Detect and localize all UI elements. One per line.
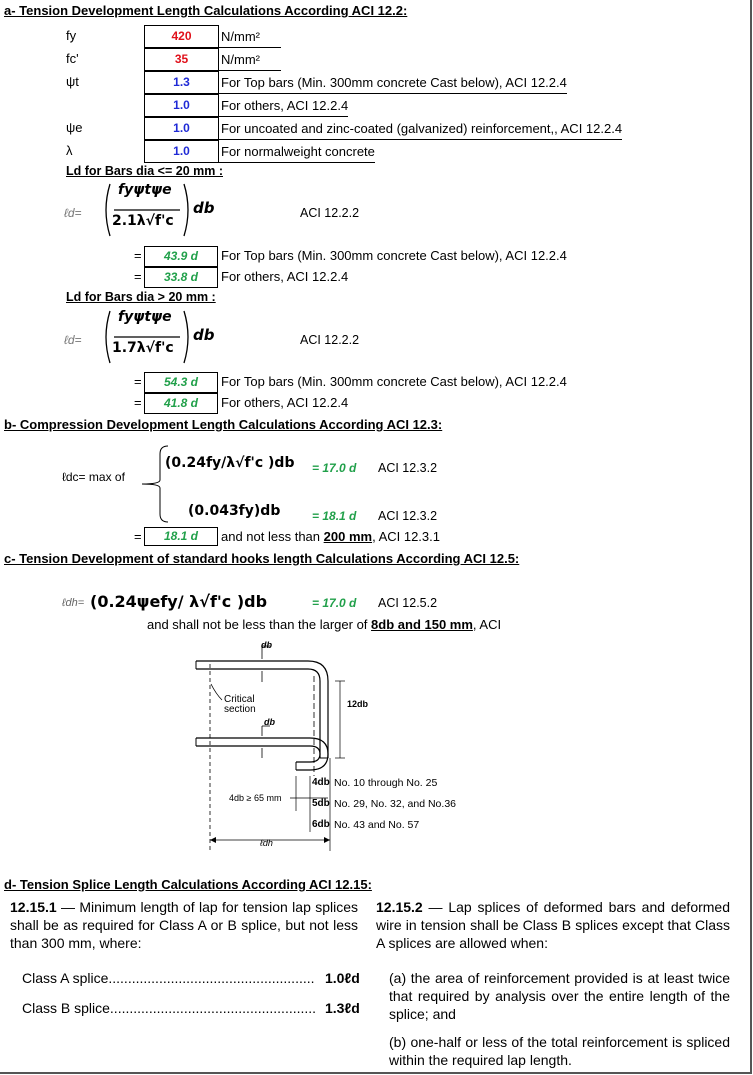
ldc-val-2: = 18.1 d [312,509,357,523]
large-bars-title: Ld for Bars dia > 20 mm : [66,290,216,304]
bracket-svg [105,183,189,237]
result-eq: = [134,395,142,410]
diag-12db: 12db [347,699,369,709]
ldc-note-pre: and not less than [221,529,324,544]
hook-dim-label: 6db [312,819,330,830]
formula-db-large: db [193,326,215,344]
result-value-cell[interactable]: 43.9 d [144,246,218,267]
class-b-value: 1.3ℓd [325,1000,360,1016]
diag-critical: Critical [224,694,255,705]
section-c-title: c- Tension Development of standard hooks… [4,551,520,566]
section-a-title: a- Tension Development Length Calculatio… [4,3,408,18]
param-description: N/mm² [218,48,281,71]
clause-left-text: — Minimum length of lap for tension lap … [10,899,358,951]
bracket-svg-large [105,310,189,364]
formula-num-large: fyψtψe [118,309,172,325]
condition-b: (b) one-half or less of the total reinfo… [389,1034,730,1068]
param-description: For others, ACI 12.2.4 [218,94,349,117]
param-description: N/mm² [218,25,281,48]
param-value-cell[interactable]: 1.3 [144,71,219,94]
ld-label-large: ℓd= [64,333,82,347]
param-symbol: ψe [66,120,83,135]
formula-num: fyψtψe [118,182,172,198]
formula-den-large: 1.7λ√f'c [112,340,174,356]
ldh-note-bold: 8db and 150 mm [371,617,473,632]
ldc-formula-1: (0.24fy/λ√f'c )db [165,455,295,471]
hook-bar-size-note: No. 10 through No. 25 [334,777,438,789]
result-value-cell[interactable]: 54.3 d [144,372,218,393]
ref-small: ACI 12.2.2 [300,206,360,220]
ldc-ref-2: ACI 12.3.2 [378,509,438,523]
clause-left-num: 12.15.1 [10,899,57,915]
ref-large: ACI 12.2.2 [300,333,360,347]
param-symbol: fc' [66,51,79,66]
result-eq: = [134,374,142,389]
ldh-note: and shall not be less than the larger of… [147,617,501,632]
param-value-cell[interactable]: 1.0 [144,94,219,117]
result-description: For others, ACI 12.2.4 [221,395,349,410]
formula-den: 2.1λ√f'c [112,213,174,229]
ldc-label: ℓdc= max of [62,470,125,484]
clause-12-15-1: 12.15.1 — Minimum length of lap for tens… [10,898,358,952]
param-symbol: fy [66,28,77,43]
ldh-label: ℓdh= [62,597,85,609]
result-description: For Top bars (Min. 300mm concrete Cast b… [221,248,567,263]
param-value-cell[interactable]: 35 [144,48,219,71]
diag-section: section [224,704,256,715]
ldh-formula: (0.24ψefy/ λ√f'c )db [90,592,268,611]
ldc-note-post: , ACI 12.3.1 [372,529,440,544]
clause-12-15-2: 12.15.2 — Lap splices of deformed bars a… [376,898,730,952]
param-symbol: ψt [66,74,79,89]
param-value-cell[interactable]: 1.0 [144,117,219,140]
diag-db-mid: db [264,717,275,727]
class-a-splice: Class A splice..........................… [22,970,315,986]
ldh-ref: ACI 12.5.2 [378,596,438,610]
diag-4db: 4db ≥ 65 mm [229,793,282,803]
ldc-note-bold: 200 mm [323,529,373,544]
condition-a: (a) the area of reinforcement provided i… [389,970,730,1022]
result-eq: = [134,269,142,284]
small-bars-title: Ld for Bars dia <= 20 mm : [66,164,223,178]
hook-bar-size-note: No. 43 and No. 57 [334,819,420,831]
ldh-note-post: , ACI [472,617,502,632]
diag-db-top: db [261,640,272,650]
ldh-note-pre: and shall not be less than the larger of [147,617,372,632]
ld-label: ℓd= [64,206,82,220]
result-eq: = [134,248,142,263]
param-description: For uncoated and zinc-coated (galvanized… [218,117,623,140]
result-value-cell[interactable]: 41.8 d [144,393,218,414]
ldc-ref-1: ACI 12.3.2 [378,461,438,475]
param-value-cell[interactable]: 1.0 [144,140,219,163]
result-value-cell[interactable]: 33.8 d [144,267,218,288]
hook-bar-size-note: No. 29, No. 32, and No.36 [334,798,456,810]
ldh-val: = 17.0 d [312,596,357,610]
diag-ldh: ℓdh [260,838,273,848]
max-brace [141,445,169,523]
class-b-splice: Class B splice..........................… [22,1000,317,1016]
param-description: For normalweight concrete [218,140,375,163]
result-description: For others, ACI 12.2.4 [221,269,349,284]
hook-dim-label: 4db [312,777,330,788]
ldc-result-cell[interactable]: 18.1 d [144,527,218,546]
hook-dim-label: 5db [312,798,330,809]
ldc-eq: = [134,529,142,544]
result-description: For Top bars (Min. 300mm concrete Cast b… [221,374,567,389]
hook-diagram [195,645,345,851]
formula-db: db [193,199,215,217]
clause-right-text: — Lap splices of deformed bars and defor… [376,899,730,951]
param-value-cell[interactable]: 420 [144,25,219,48]
ldc-val-1: = 17.0 d [312,461,357,475]
section-d-title: d- Tension Splice Length Calculations Ac… [4,877,372,892]
clause-right-num: 12.15.2 [376,899,423,915]
ldc-formula-2: (0.043fy)db [188,503,281,519]
param-symbol: λ [66,143,73,158]
param-description: For Top bars (Min. 300mm concrete Cast b… [218,71,567,94]
section-b-title: b- Compression Development Length Calcul… [4,417,443,432]
ldc-result-note: and not less than 200 mm, ACI 12.3.1 [221,529,440,544]
class-a-value: 1.0ℓd [325,970,360,986]
